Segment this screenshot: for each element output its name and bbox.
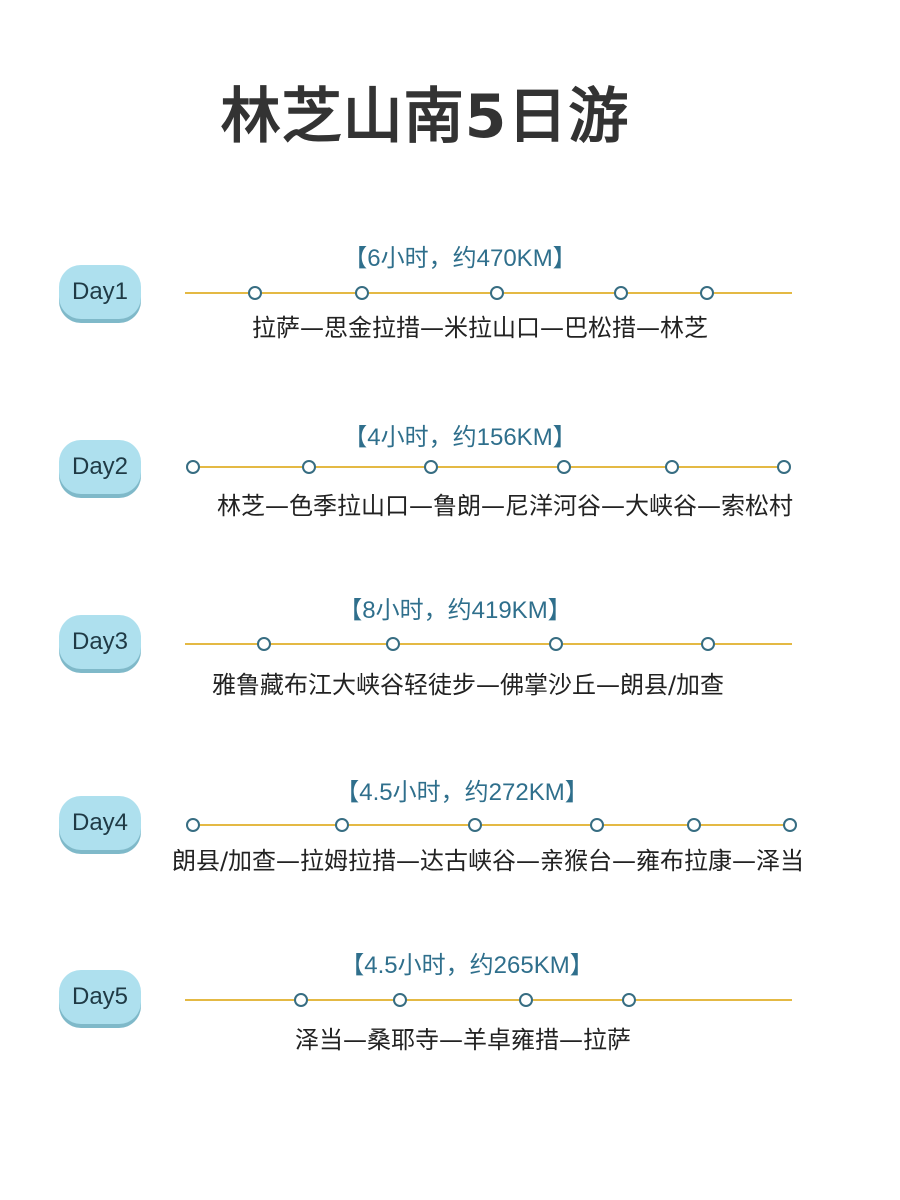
stop-node-icon bbox=[590, 818, 604, 832]
stop-node-icon bbox=[519, 993, 533, 1007]
day-route: 泽当—桑耶寺—羊卓雍措—拉萨 bbox=[295, 1026, 631, 1054]
stop-node-icon bbox=[335, 818, 349, 832]
day-badge: Day3 bbox=[59, 615, 141, 669]
stop-node-icon bbox=[302, 460, 316, 474]
stop-node-icon bbox=[490, 286, 504, 300]
day-badge: Day4 bbox=[59, 796, 141, 850]
stop-node-icon bbox=[557, 460, 571, 474]
stop-node-icon bbox=[257, 637, 271, 651]
stop-node-icon bbox=[549, 637, 563, 651]
stop-node-icon bbox=[777, 460, 791, 474]
route-line bbox=[185, 643, 792, 645]
day-summary: 【6小时，约470KM】 bbox=[343, 245, 577, 272]
stop-node-icon bbox=[700, 286, 714, 300]
day-badge: Day2 bbox=[59, 440, 141, 494]
stop-node-icon bbox=[386, 637, 400, 651]
day-badge: Day1 bbox=[59, 265, 141, 319]
stop-node-icon bbox=[665, 460, 679, 474]
day-summary: 【4小时，约156KM】 bbox=[343, 424, 577, 451]
stop-node-icon bbox=[355, 286, 369, 300]
day-route: 林芝—色季拉山口—鲁朗—尼洋河谷—大峡谷—索松村 bbox=[217, 492, 793, 520]
day-summary: 【4.5小时，约272KM】 bbox=[335, 779, 589, 806]
stop-node-icon bbox=[687, 818, 701, 832]
route-line bbox=[185, 292, 792, 294]
stop-node-icon bbox=[294, 993, 308, 1007]
day-route: 拉萨—思金拉措—米拉山口—巴松措—林芝 bbox=[252, 314, 708, 342]
route-line bbox=[193, 824, 790, 826]
stop-node-icon bbox=[701, 637, 715, 651]
stop-node-icon bbox=[424, 460, 438, 474]
stop-node-icon bbox=[614, 286, 628, 300]
stop-node-icon bbox=[783, 818, 797, 832]
stop-node-icon bbox=[186, 818, 200, 832]
stop-node-icon bbox=[622, 993, 636, 1007]
route-line bbox=[193, 466, 784, 468]
stop-node-icon bbox=[393, 993, 407, 1007]
page-title: 林芝山南5日游 bbox=[220, 82, 630, 152]
day-route: 朗县/加查—拉姆拉措—达古峡谷—亲猴台—雍布拉康—泽当 bbox=[171, 847, 805, 875]
day-badge: Day5 bbox=[59, 970, 141, 1024]
route-line bbox=[185, 999, 792, 1001]
day-summary: 【4.5小时，约265KM】 bbox=[340, 952, 594, 979]
day-route: 雅鲁藏布江大峡谷轻徒步—佛掌沙丘—朗县/加查 bbox=[211, 671, 725, 699]
stop-node-icon bbox=[248, 286, 262, 300]
stop-node-icon bbox=[468, 818, 482, 832]
stop-node-icon bbox=[186, 460, 200, 474]
day-summary: 【8小时，约419KM】 bbox=[338, 597, 572, 624]
